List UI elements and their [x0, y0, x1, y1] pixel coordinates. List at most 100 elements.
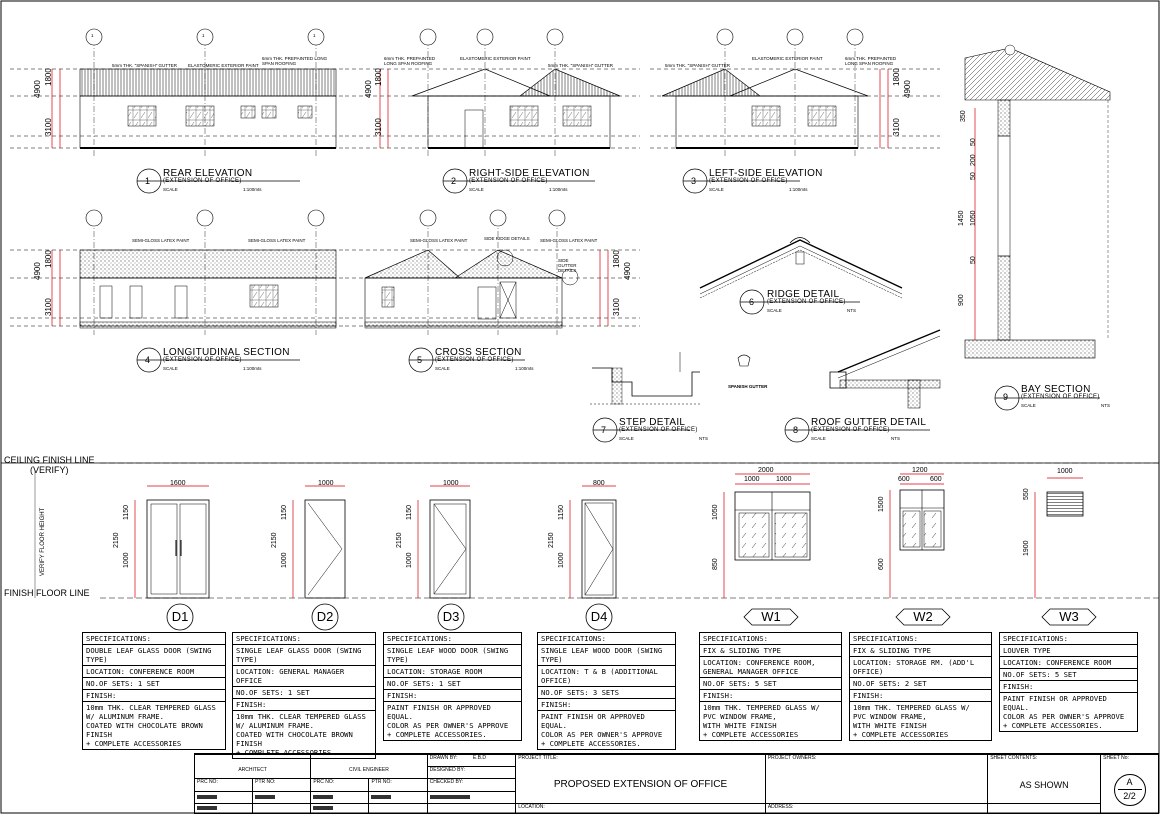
- scale-label: SCALE: [1021, 403, 1036, 408]
- engineer-prc-label: PRC NO:: [310, 778, 370, 792]
- scale-label: SCALE: [811, 436, 826, 441]
- grid-label: 1: [313, 33, 316, 38]
- annotation-gutter: 5mm THK. "SPANISH" GUTTER: [548, 63, 614, 68]
- scale-value: 1:100mts: [515, 366, 534, 371]
- spec-location: LOCATION: STORAGE RM. (ADD'L OFFICE): [850, 657, 991, 678]
- spec-location: LOCATION: CONFERENCE ROOM: [1000, 657, 1137, 669]
- spec-type: FIX & SLIDING TYPE: [850, 645, 991, 657]
- drawing-number: 2: [451, 176, 457, 186]
- spec-sets: NO.OF SETS: 1 SET: [233, 687, 375, 699]
- spec-sets: NO.OF SETS: 2 SET: [850, 678, 991, 690]
- drawing-subtitle: (EXTENSION OF OFFICE): [619, 427, 698, 433]
- annotation-roofing: 6mm THK. PREPAINTED LONG SPAN ROOFING: [384, 56, 436, 66]
- drawing-title: LONGITUDINAL SECTION: [163, 347, 290, 358]
- bay-dim: 350: [960, 110, 967, 122]
- drawing-number: 3: [691, 176, 697, 186]
- spec-heading: SPECIFICATIONS:: [83, 633, 225, 645]
- dim-width-right: 600: [930, 476, 942, 483]
- civil-engineer-label: CIVIL ENGINEER: [310, 766, 428, 780]
- dim-height-lower: 1000: [281, 552, 288, 568]
- dim-height-total: 2150: [113, 532, 120, 548]
- dim-1800: 1800: [612, 250, 621, 268]
- spec-type: DOUBLE LEAF GLASS DOOR (SWING TYPE): [83, 645, 225, 666]
- spec-heading: SPECIFICATIONS:: [538, 633, 675, 645]
- redacted-bar: [313, 794, 334, 799]
- drawing-title: RIDGE DETAIL: [767, 289, 840, 300]
- drawn-by-label: DRAWN BY:: [429, 755, 458, 761]
- scale-value: NTS: [699, 436, 708, 441]
- annotation-roofing: 6mm THK. PREPAINTED LONG SPAN ROOFING: [262, 56, 328, 66]
- spec-heading: SPECIFICATIONS:: [1000, 633, 1137, 645]
- bay-dim: 50: [970, 172, 977, 180]
- verify-floor-height-label: VERIFY FLOOR HEIGHT: [40, 507, 46, 576]
- scale-value: 1:100mts: [789, 187, 808, 192]
- drawing-title: CROSS SECTION: [435, 347, 522, 358]
- dim-width: 1000: [318, 480, 334, 487]
- scale-value: 1:100mts: [549, 187, 568, 192]
- dim-width-left: 1000: [744, 476, 760, 483]
- drawing-subtitle: (EXTENSION OF OFFICE): [709, 178, 788, 184]
- right-elevation-drawing: [345, 28, 640, 158]
- dim-height-upper: 1150: [281, 504, 288, 520]
- dim-3100: 3100: [44, 118, 53, 136]
- spec-finish: PAINT FINISH OR APPROVED EQUAL. COLOR AS…: [387, 703, 509, 739]
- project-owners-label: PROJECT OWNERS:: [764, 753, 989, 767]
- architect-label: ARCHITECT: [193, 766, 312, 780]
- drawing-number: 1: [145, 176, 151, 186]
- bay-section-drawing: [964, 44, 1111, 359]
- redacted-bar: [197, 805, 217, 810]
- location-label: LOCATION:: [515, 802, 766, 815]
- dim-1800: 1800: [374, 68, 383, 86]
- annotation-elastomeric: ELASTOMERIC EXTERIOR PAINT: [460, 56, 531, 61]
- dim-height-upper: 1150: [406, 504, 413, 520]
- sheet-letter: A: [1126, 776, 1133, 787]
- dim-width: 1200: [912, 467, 928, 474]
- spec-sets: NO.OF SETS: 1 SET: [83, 678, 225, 690]
- opening-tag: W3: [1059, 609, 1079, 624]
- engineer-ptr-label: PTR NO:: [368, 778, 428, 792]
- drawn-by-value: E.B.D: [472, 755, 486, 761]
- grid-label: 1: [91, 33, 94, 38]
- opening-tag: D1: [171, 609, 189, 624]
- dim-height-lower: 1900: [1023, 540, 1030, 556]
- redacted-bar: [371, 794, 392, 799]
- spec-finish: 10mm THK. CLEAR TEMPERED GLASS W/ ALUMIN…: [236, 712, 366, 757]
- dim-height-lower: 1000: [406, 552, 413, 568]
- project-title: PROPOSED EXTENSION OF OFFICE: [515, 766, 766, 804]
- drawing-title: LEFT-SIDE ELEVATION: [709, 168, 823, 179]
- spec-finish-heading: FINISH:: [233, 699, 375, 711]
- bay-dim: 1450: [958, 210, 965, 226]
- spec-location: LOCATION: GENERAL MANAGER OFFICE: [233, 666, 375, 687]
- dim-height-lower: 850: [712, 558, 719, 570]
- annotation-spanish-gutter: SPANISH GUTTER: [728, 384, 768, 389]
- sheet-num: 2/2: [1123, 790, 1136, 801]
- annotation-side-ridge: SIDE RIDGE DETAILS: [484, 236, 530, 241]
- drawing-title: BAY SECTION: [1021, 384, 1091, 395]
- drawing-subtitle: (EXTENSION OF OFFICE): [469, 178, 548, 184]
- drawing-subtitle: (EXTENSION OF OFFICE): [163, 178, 242, 184]
- spec-finish-heading: FINISH:: [700, 690, 841, 702]
- opening-tag: D2: [316, 609, 334, 624]
- spec-heading: SPECIFICATIONS:: [233, 633, 375, 645]
- redacted-bar: [429, 794, 470, 799]
- annotation-latex: SEMI-GLOSS LATEX PAINT: [540, 238, 598, 243]
- dim-width-right: 1000: [776, 476, 792, 483]
- dim-width: 800: [593, 480, 605, 487]
- bay-dim: 50: [970, 256, 977, 264]
- spec-location: LOCATION: T & B (ADDITIONAL OFFICE): [538, 666, 675, 687]
- spec-finish-heading: FINISH:: [538, 699, 675, 711]
- spec-location: LOCATION: STORAGE ROOM: [384, 666, 521, 678]
- dim-width: 2000: [758, 467, 774, 474]
- scale-label: SCALE: [435, 366, 450, 371]
- spec-box: SPECIFICATIONS:SINGLE LEAF WOOD DOOR (SW…: [537, 632, 676, 750]
- dim-width: 1000: [443, 480, 459, 487]
- redacted-bar: [313, 805, 334, 810]
- spec-finish: 10mm THK. TEMPERED GLASS W/ PVC WINDOW F…: [853, 703, 970, 739]
- ceiling-verify-label: (VERIFY): [30, 465, 69, 475]
- ridge-detail-drawing: [699, 237, 903, 299]
- longitudinal-section-drawing: [10, 209, 345, 335]
- drawing-title: RIGHT-SIDE ELEVATION: [469, 168, 590, 179]
- drawing-number: 4: [145, 355, 151, 365]
